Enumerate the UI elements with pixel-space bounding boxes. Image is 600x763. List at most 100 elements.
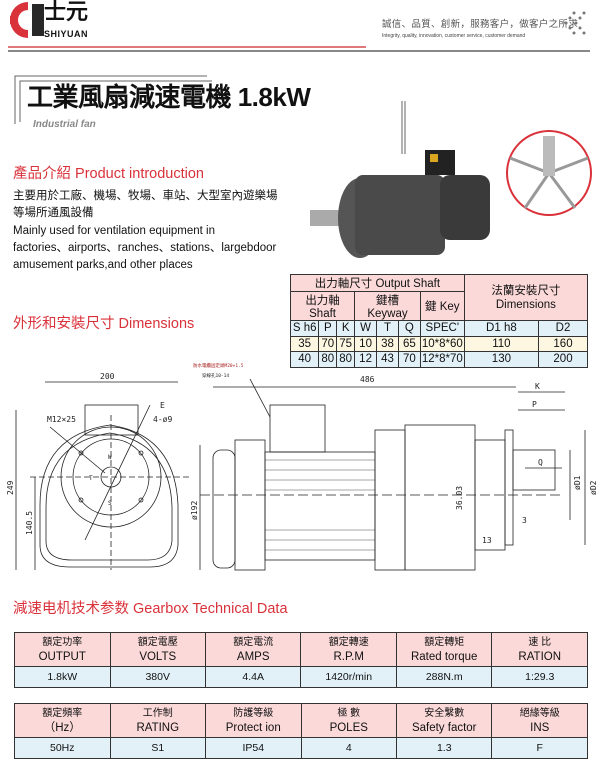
cell: 12*8*70 — [419, 351, 465, 368]
intro-line: Mainly used for ventilation equipment in — [13, 224, 216, 237]
group-header: 法蘭安裝尺寸 Dimensions — [463, 274, 589, 321]
cell: F — [491, 737, 588, 759]
dim-label: W — [108, 454, 112, 461]
cell: 4 — [300, 737, 397, 759]
page-subtitle: Industrial fan — [33, 119, 96, 130]
cell: 200 — [538, 351, 588, 368]
chevron-dots-icon — [564, 11, 586, 35]
col-header: D2 — [538, 320, 588, 337]
col-header: Q — [397, 320, 421, 337]
header-frequency: 額定頻率（Hz） — [14, 703, 111, 738]
cell: 110 — [463, 335, 540, 353]
cell: 288N.m — [395, 666, 493, 688]
slogan-cn: 誠信、品質、創新，服務客户，做客户之所求 — [382, 19, 579, 30]
cell: IP54 — [205, 737, 302, 759]
dim-label: 486 — [360, 375, 375, 384]
cell: 130 — [463, 351, 540, 368]
col-header: W — [354, 320, 378, 337]
dimension-drawing: 200 249 140.5 M12×25 E 4-ø9 W T S 486 防水… — [6, 362, 598, 571]
cell: 380V — [109, 666, 206, 688]
intro-heading: 產品介紹 Product introduction — [13, 166, 204, 182]
cell: 80 — [336, 351, 356, 368]
dim-label: T — [89, 475, 93, 482]
logo: 士元 SHIYUAN — [8, 0, 103, 42]
cell: 50Hz — [14, 737, 111, 759]
dim-label: E — [160, 401, 165, 410]
dim-label: øD1 — [573, 475, 582, 490]
dim-label: Q — [538, 458, 543, 467]
brand-en: SHIYUAN — [44, 29, 89, 39]
dimensions-heading: 外形和安裝尺寸 Dimensions — [13, 316, 195, 332]
cell: 1.3 — [395, 737, 493, 759]
col-header: T — [376, 320, 399, 337]
dim-note: 防水電纜固定頭M20×1.5 — [193, 362, 244, 369]
cell: 1420r/min — [300, 666, 397, 688]
cell: 160 — [538, 335, 588, 353]
col-header: D1 h8 — [463, 320, 540, 337]
cell: 35 — [289, 335, 320, 353]
gear-logo-icon — [10, 2, 44, 38]
col-header: P — [318, 320, 338, 337]
gear-motor-photo — [310, 150, 490, 258]
cell: 65 — [397, 335, 421, 353]
intro-line: 主要用於工廠、機場、牧場、車站、大型室內遊樂場 — [13, 190, 278, 202]
dim-label: 4-ø9 — [153, 415, 172, 424]
dim-label: M12×25 — [47, 415, 76, 424]
cell: 40 — [289, 351, 320, 368]
dim-label: øD2 — [589, 480, 598, 495]
dim-label: S — [108, 500, 112, 507]
cell: S1 — [109, 737, 206, 759]
cell: 70 — [318, 335, 338, 353]
dim-label: 249 — [6, 480, 15, 495]
cell: 38 — [376, 335, 399, 353]
cell: 70 — [397, 351, 421, 368]
sub-header: 鍵槽 Keyway — [354, 291, 421, 321]
cell: 43 — [376, 351, 399, 368]
brand-cn: 士元 — [44, 0, 89, 24]
group-header: 出力軸尺寸 Output Shaft — [290, 274, 465, 292]
dim-label: 36.03 — [455, 486, 464, 510]
intro-line: factories、airports、ranches、stations、larg… — [13, 241, 277, 254]
header-divider-red — [8, 46, 366, 48]
sub-header: 鍵 Key — [419, 291, 465, 321]
cell: 4.4A — [204, 666, 302, 688]
col-header: SPEC' — [419, 320, 465, 337]
dim-label: P — [532, 400, 537, 409]
cell: 10*8*60 — [419, 335, 465, 353]
sub-header: 出力軸 Shaft — [289, 291, 356, 321]
cell: 1.8kW — [14, 666, 111, 688]
tech-heading: 減速电机技术参数 Gearbox Technical Data — [13, 601, 288, 617]
dim-label: K — [535, 382, 540, 391]
header-divider — [8, 50, 590, 52]
slogan-en: Integrity, quality, innovation, customer… — [382, 33, 526, 39]
dim-label: 3 — [522, 516, 527, 525]
intro-line: amusement parks,and other places — [13, 259, 193, 272]
dim-label: 200 — [100, 372, 115, 381]
col-header: K — [336, 320, 356, 337]
col-header: S h6 — [289, 320, 320, 337]
industrial-fan-image — [506, 130, 592, 216]
cell: 10 — [354, 335, 378, 353]
cell: 12 — [354, 351, 378, 368]
intro-text: 主要用於工廠、機場、牧場、車站、大型室內遊樂場 等場所通風設備 Mainly u… — [13, 188, 313, 274]
dim-note: 穿線孔10-14 — [202, 372, 229, 379]
page-title: 工業風扇減速電機 1.8kW — [27, 82, 311, 112]
dim-label: ø192 — [190, 501, 199, 520]
intro-line: 等場所通風設備 — [13, 207, 94, 220]
cell: 75 — [336, 335, 356, 353]
